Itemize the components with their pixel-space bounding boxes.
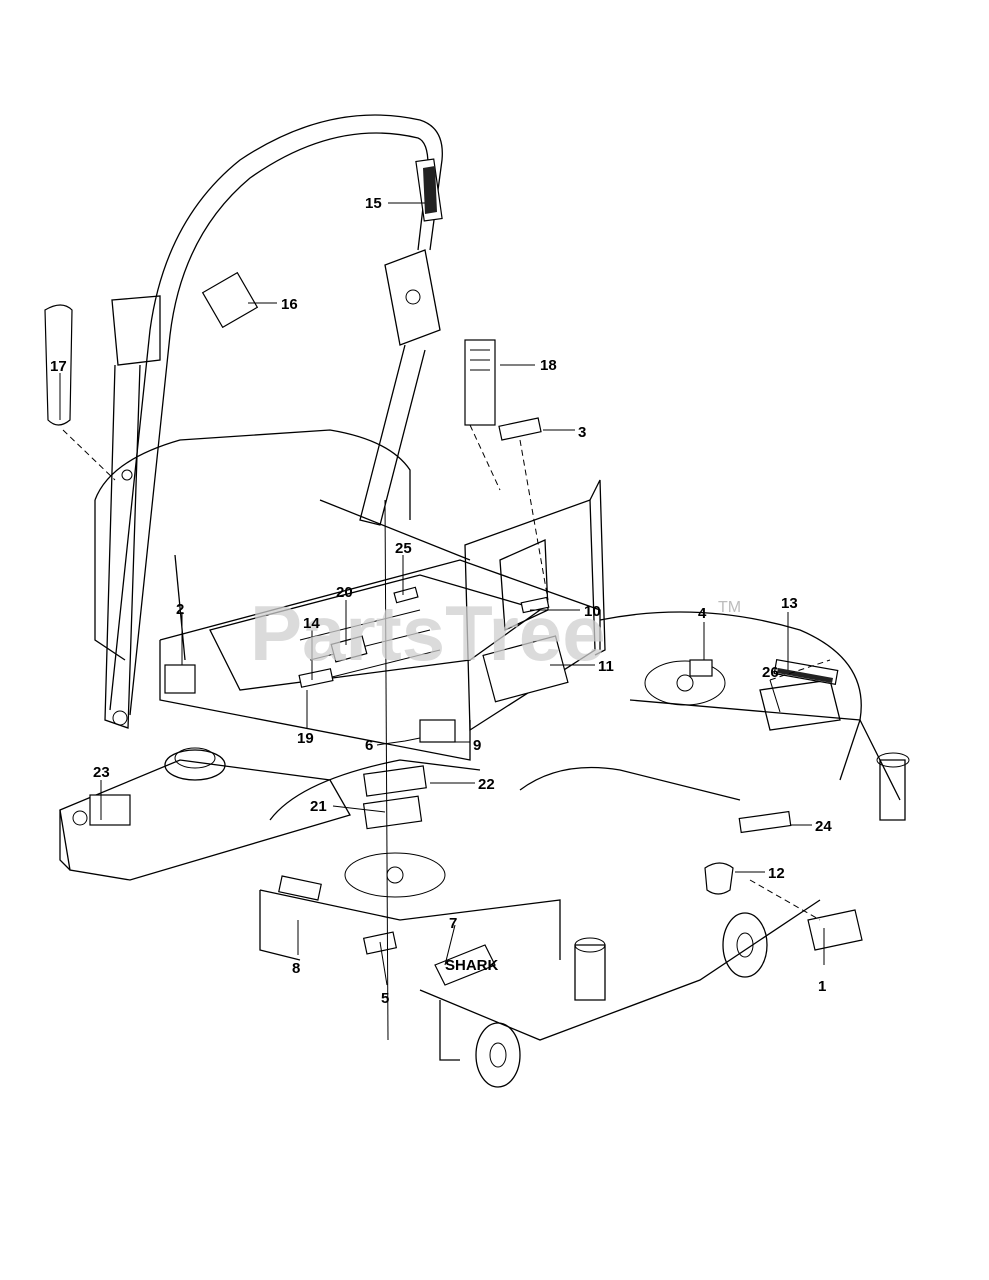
decals: SHARK [44, 158, 863, 986]
callout-leaders [59, 202, 825, 986]
mower-deck [259, 611, 910, 1041]
callout-14: 14 [303, 615, 320, 632]
callout-2: 2 [176, 601, 184, 618]
callout-11: 11 [598, 658, 614, 675]
callout-19: 19 [297, 730, 314, 747]
part-callouts: 1 2 3 4 5 6 7 8 9 10 11 12 13 14 15 16 1… [50, 195, 832, 1007]
caster-wheels [439, 912, 768, 1088]
callout-23: 23 [93, 764, 110, 781]
callout-3: 3 [578, 424, 586, 441]
watermark-trademark: TM [718, 599, 741, 616]
callout-18: 18 [540, 357, 557, 374]
leader-lines [62, 424, 831, 1041]
callout-13: 13 [781, 595, 798, 612]
callout-25: 25 [395, 540, 412, 557]
callout-17: 17 [50, 358, 67, 375]
callout-12: 12 [768, 865, 785, 882]
watermark-text: PartsTree [250, 589, 606, 677]
callout-26: 26 [762, 664, 779, 681]
callout-9: 9 [473, 737, 481, 754]
callout-6: 6 [365, 737, 373, 754]
callout-5: 5 [381, 990, 389, 1007]
callout-24: 24 [815, 818, 832, 835]
watermark: PartsTree TM [250, 589, 741, 677]
callout-21: 21 [310, 798, 327, 815]
callout-1: 1 [818, 978, 826, 995]
callout-8: 8 [292, 960, 300, 977]
callout-22: 22 [478, 776, 495, 793]
svg-text:SHARK: SHARK [445, 957, 499, 974]
callout-16: 16 [281, 296, 298, 313]
callout-15: 15 [365, 195, 382, 212]
callout-10: 10 [584, 603, 601, 620]
callout-4: 4 [698, 605, 707, 622]
callout-7: 7 [449, 915, 457, 932]
control-console [59, 747, 351, 881]
rops-frame [104, 114, 443, 729]
callout-20: 20 [336, 584, 353, 601]
